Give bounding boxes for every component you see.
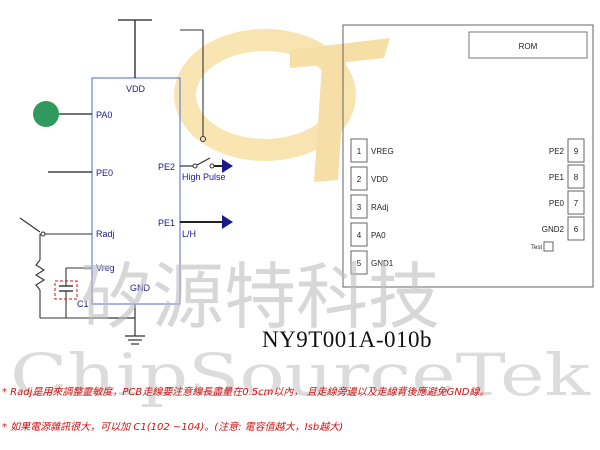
pe2-output (180, 29, 233, 173)
test-pad: Test (531, 241, 554, 252)
pin-number: 5 (357, 259, 362, 268)
pa0-touch-pad (33, 101, 92, 127)
pin-pe0-label: PE0 (96, 168, 113, 178)
pin-vreg-label: Vreg (96, 263, 115, 273)
radj-network (19, 217, 92, 319)
c1-label: C1 (77, 299, 89, 309)
pin-name: PA0 (371, 231, 386, 240)
pin-name: VDD (371, 175, 388, 184)
pin-name: VREG (371, 147, 394, 156)
pin-name: PE2 (549, 147, 565, 156)
pin-name: RAdj (371, 203, 389, 212)
high-pulse-label: High Pulse (182, 172, 226, 182)
c1-capacitor (54, 267, 92, 318)
pin-number: 7 (574, 199, 579, 208)
test-label: Test (531, 245, 542, 251)
package-pins-right: 9 8 7 6 PE2 PE1 PE0 GND2 (542, 138, 585, 241)
lh-label: L/H (182, 229, 196, 239)
pin-name: GND2 (542, 225, 565, 234)
pin-number: 8 (574, 173, 579, 182)
watermark-english: ChipSourceTek (10, 341, 591, 409)
pin-pa0-label: PA0 (96, 110, 112, 120)
pin-name: PE1 (549, 173, 565, 182)
rom-label: ROM (519, 42, 538, 51)
note-c1: * 如果電源雜訊很大，可以加 C1(102 ~104)。(注意: 電容值越大，I… (2, 422, 344, 433)
note-radj: * Radj是用來調整靈敏度，PCB走線要注意線長盡量在0.5cm以內， 且走線… (2, 387, 490, 398)
gnd-label: GND (130, 283, 151, 293)
pin-radj-label: Radj (96, 229, 115, 239)
pin-number: 6 (574, 225, 579, 234)
ground-symbol (92, 304, 145, 345)
pin-name: PE0 (549, 199, 565, 208)
ic-body (91, 77, 181, 305)
pin-number: 9 (574, 147, 579, 156)
pin-number: 2 (357, 175, 362, 184)
pin-number: 3 (357, 203, 362, 212)
pin-number: 1 (357, 147, 362, 156)
pin-name: GND1 (371, 259, 394, 268)
watermark-chinese: 矽源特科技 (80, 255, 440, 339)
pin-pe2-label: PE2 (158, 162, 175, 172)
company-logo (174, 29, 390, 182)
package-outline: ROM (342, 24, 594, 288)
pin-pe1-label: PE1 (158, 218, 175, 228)
pe1-output (180, 215, 233, 229)
vdd-label: VDD (126, 84, 146, 94)
package-pins-left: 1 2 3 4 5 VREG VDD RAdj PA0 GND1 (350, 138, 394, 275)
pin-number: 4 (357, 231, 362, 240)
part-number: NY9T001A-010b (262, 327, 432, 352)
vdd-supply (118, 19, 152, 78)
